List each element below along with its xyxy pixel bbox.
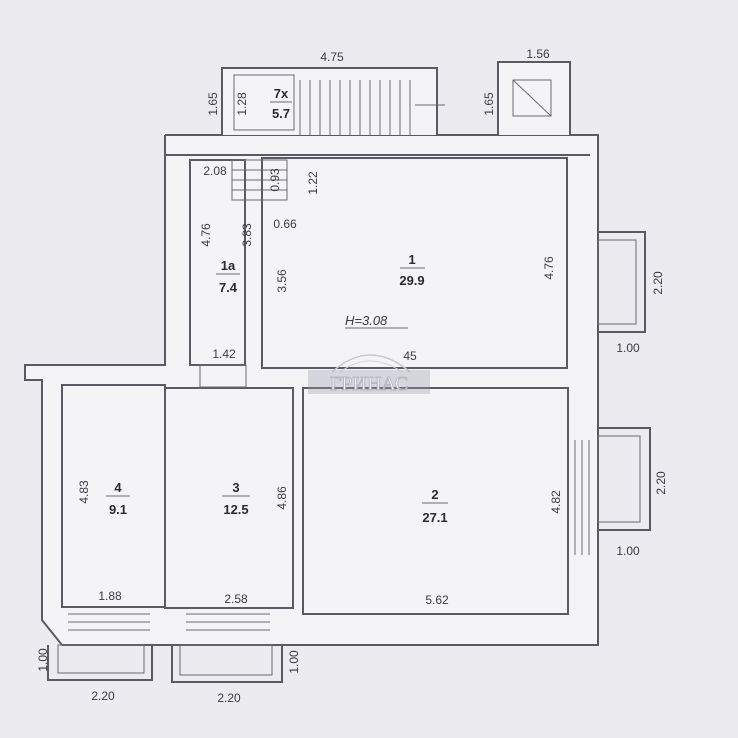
watermark-logo: ГРИНАС bbox=[308, 354, 430, 396]
room-1-area: 29.9 bbox=[399, 273, 424, 288]
watermark-text: ГРИНАС bbox=[330, 373, 408, 395]
dim-right-porch-bot-w: 1.00 bbox=[616, 544, 640, 558]
dim-porch-mid-h: 1.00 bbox=[287, 650, 301, 674]
dim-right-porch-bot-h: 2.20 bbox=[654, 471, 668, 495]
dim-stair-inner: 1.28 bbox=[235, 92, 249, 116]
room-1-number: 1 bbox=[408, 252, 415, 267]
room-7x-number: 7х bbox=[274, 86, 289, 101]
room-1-outline bbox=[261, 157, 568, 369]
dim-step-a: 0.93 bbox=[268, 168, 282, 192]
dim-room4-side: 4.83 bbox=[77, 480, 91, 504]
vent-box bbox=[497, 61, 571, 135]
room-4-area: 9.1 bbox=[109, 502, 127, 517]
right-porches bbox=[574, 231, 651, 555]
bottom-porches bbox=[47, 613, 283, 683]
dim-top-right-box: 1.56 bbox=[526, 47, 550, 61]
room-3-area: 12.5 bbox=[223, 502, 248, 517]
dim-room3-bottom: 2.58 bbox=[224, 592, 248, 606]
dim-door-gap: 0.66 bbox=[273, 217, 297, 231]
room-2-outline bbox=[302, 387, 569, 615]
room-4-number: 4 bbox=[114, 480, 122, 495]
room-1a-number: 1а bbox=[221, 258, 236, 273]
room-1a-area: 7.4 bbox=[219, 280, 238, 295]
dim-left-stair-height: 1.65 bbox=[206, 92, 220, 116]
dim-hall-inner: 3.83 bbox=[240, 223, 254, 247]
dim-hall-side: 4.76 bbox=[199, 223, 213, 247]
dim-room1-right: 4.76 bbox=[542, 256, 556, 280]
dim-room2-bottom: 5.62 bbox=[425, 593, 449, 607]
room-2-area: 27.1 bbox=[422, 510, 447, 525]
building-walls bbox=[24, 134, 599, 646]
dim-porch-left-w: 2.20 bbox=[91, 689, 115, 703]
dim-hall-top: 2.08 bbox=[203, 164, 227, 178]
dim-room1-bottom: 45 bbox=[403, 349, 417, 363]
dim-right-porch-top-w: 1.00 bbox=[616, 341, 640, 355]
room-2-number: 2 bbox=[431, 487, 438, 502]
stair-block-7x bbox=[221, 67, 445, 201]
dim-step-b: 1.22 bbox=[306, 171, 320, 195]
dim-top-stair-width: 4.75 bbox=[320, 50, 344, 64]
room-3-outline bbox=[164, 387, 294, 609]
dim-porch-left-h: 1.00 bbox=[36, 648, 50, 672]
dim-room4-bottom: 1.88 bbox=[98, 589, 122, 603]
room-7x-area: 5.7 bbox=[272, 106, 290, 121]
dim-right-box-height: 1.65 bbox=[482, 92, 496, 116]
dim-room1-left: 3.56 bbox=[275, 269, 289, 293]
room-3-number: 3 bbox=[232, 480, 239, 495]
dim-right-porch-top-h: 2.20 bbox=[651, 271, 665, 295]
dim-room3-side: 4.86 bbox=[275, 486, 289, 510]
dim-hall-bottom: 1.42 bbox=[212, 347, 236, 361]
ceiling-height-label: H=3.08 bbox=[345, 313, 388, 328]
dim-room2-right: 4.82 bbox=[549, 490, 563, 514]
dimension-labels: 4.75 1.56 1.65 1.65 1.28 2.08 0.93 1.22 … bbox=[36, 47, 668, 705]
dim-porch-mid-w: 2.20 bbox=[217, 691, 241, 705]
